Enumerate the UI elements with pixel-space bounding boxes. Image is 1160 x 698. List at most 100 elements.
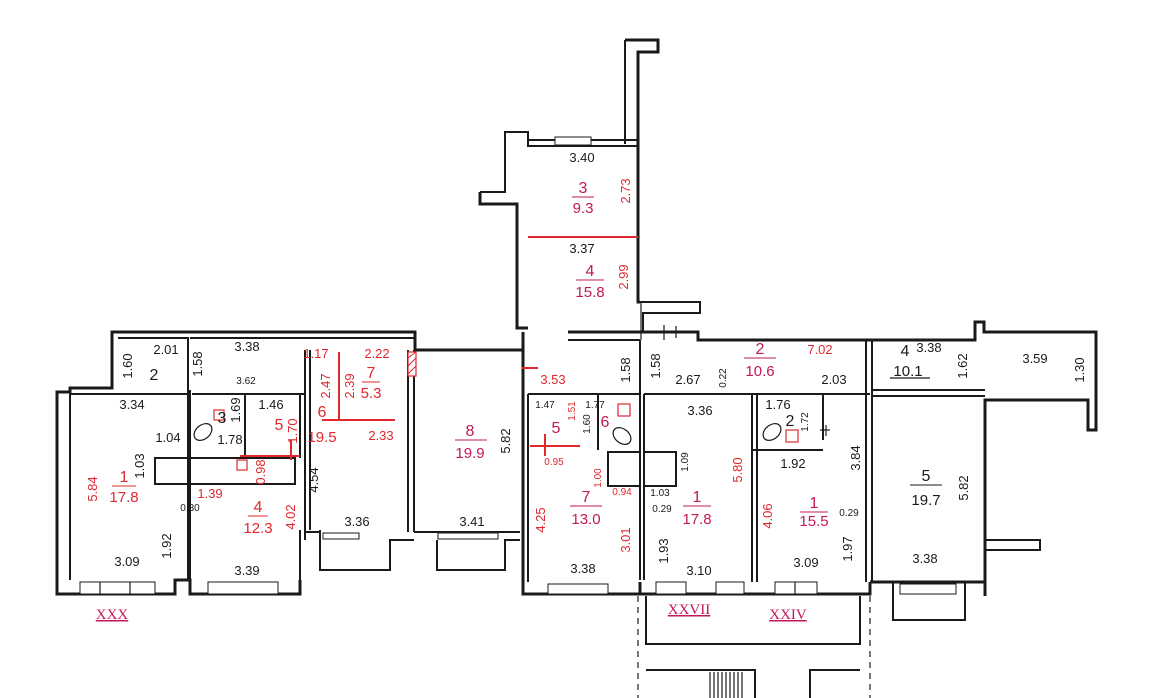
- dimension: 5.82: [956, 475, 971, 500]
- dimension: 0.94: [612, 487, 632, 498]
- room-number: 2: [756, 341, 765, 358]
- dimension: 0.95: [544, 457, 564, 468]
- dimension: 2.03: [821, 372, 846, 387]
- room-area: 15.8: [575, 284, 604, 301]
- dimension: 3.36: [344, 514, 369, 529]
- dimension: 1.00: [593, 468, 604, 488]
- room-xxvii-6: 6: [601, 414, 610, 431]
- room-xxvii-1: 1 17.8: [682, 489, 711, 528]
- room-xxiv-5: 5 19.7: [910, 468, 942, 509]
- room-area: 13.0: [571, 511, 600, 528]
- dimension: 3.38: [570, 561, 595, 576]
- room-number: 4: [254, 499, 263, 516]
- room-xxx-8: 8 19.9: [455, 423, 487, 462]
- toilet-icon: [612, 403, 632, 445]
- room-number: 3: [579, 180, 588, 197]
- dimension: 3.59: [1022, 351, 1047, 366]
- room-xxvii-5: 5: [552, 420, 561, 437]
- dimension: 3.10: [686, 563, 711, 578]
- dimension: 1.92: [159, 533, 174, 558]
- toilet-icon: [236, 459, 248, 471]
- room-number: 2: [786, 413, 795, 430]
- dimension: 3.37: [569, 241, 594, 256]
- room-xxx-3: 3: [218, 410, 227, 427]
- room-area: 19.9: [455, 445, 484, 462]
- room-xxvii-4: 4 15.8: [575, 263, 604, 301]
- room-xxiv-4: 4 10.1: [893, 343, 922, 380]
- toilet-icon: [193, 409, 225, 441]
- dimension: 0.98: [253, 459, 268, 484]
- apartment-label: XXX: [96, 607, 129, 623]
- dimension: 4.54: [306, 467, 321, 492]
- dimension: 1.51: [567, 401, 578, 421]
- room-number: 4: [901, 343, 910, 360]
- dimension: 3.38: [234, 339, 259, 354]
- dimension: 1.58: [648, 353, 663, 378]
- room-number: 1: [120, 469, 129, 486]
- dimension: 2.73: [618, 178, 633, 203]
- dimension: 3.62: [236, 376, 256, 387]
- dimension: 3.38: [912, 551, 937, 566]
- dimension: 1.47: [535, 400, 555, 411]
- dimension: 2.99: [616, 264, 631, 289]
- dimension: 3.84: [848, 445, 863, 470]
- room-area: 10.6: [745, 363, 774, 380]
- room-xxx-2: 2: [150, 367, 159, 384]
- dimension: 1.72: [800, 412, 811, 432]
- room-xxx-7: 7 5.3: [361, 365, 382, 402]
- dimension: 1.62: [955, 353, 970, 378]
- fixtures: [193, 403, 799, 471]
- dimension: 1.60: [120, 353, 135, 378]
- dimensions-red: 2.73 2.99 1.17 2.22 2.47 2.39 2.33 1.70 …: [85, 178, 833, 552]
- dimension: 2.39: [342, 373, 357, 398]
- dimension: 1.17: [303, 346, 328, 361]
- dimension: 3.09: [114, 554, 139, 569]
- room-number: 7: [367, 365, 376, 382]
- room-number: 3: [218, 410, 227, 427]
- dimension: 5.84: [85, 476, 100, 501]
- dimension: 3.34: [119, 397, 144, 412]
- room-area: 19.7: [911, 492, 940, 509]
- dimension: 5.80: [730, 457, 745, 482]
- room-xxiv-1: 1 15.5: [799, 495, 828, 530]
- dimension: 1.92: [780, 456, 805, 471]
- room-number: 6: [318, 404, 327, 421]
- apartment-label: XXIV: [769, 607, 807, 623]
- dimension: 2.22: [364, 346, 389, 361]
- room-number: 8: [466, 423, 475, 440]
- dimension: 1.30: [1072, 357, 1087, 382]
- dimension: 2.01: [153, 342, 178, 357]
- room-number: 6: [601, 414, 610, 431]
- room-area: 10.1: [893, 363, 922, 380]
- room-number: 5: [552, 420, 561, 437]
- dimension: 1.46: [258, 397, 283, 412]
- dimension: 3.09: [793, 555, 818, 570]
- room-xxx-4: 4 12.3: [243, 499, 272, 537]
- dimension: 3.01: [618, 527, 633, 552]
- dimension: 3.38: [916, 340, 941, 355]
- room-labels: 1 17.8 2 3 4 12.3 5 6 19.5 7 5.3 8: [109, 180, 942, 537]
- room-number: 1: [693, 489, 702, 506]
- room-number: 5: [275, 417, 284, 434]
- dimension: 2.33: [368, 428, 393, 443]
- room-xxvii-7: 7 13.0: [570, 489, 602, 528]
- room-xxvii-2: 2 10.6: [744, 341, 776, 380]
- dimension: 1.60: [582, 414, 593, 434]
- room-number: 4: [586, 263, 595, 280]
- room-area: 15.5: [799, 513, 828, 530]
- walls: [55, 38, 1098, 698]
- dimension: 4.25: [533, 507, 548, 532]
- dimension: 1.09: [680, 452, 691, 472]
- room-xxx-6: 6 19.5: [307, 404, 336, 446]
- room-number: 5: [922, 468, 931, 485]
- room-xxx-1: 1 17.8: [109, 469, 138, 506]
- dimension: 0.30: [180, 503, 200, 514]
- dimension: 1.58: [618, 357, 633, 382]
- dimension: 3.41: [459, 514, 484, 529]
- dimension: 1.97: [840, 536, 855, 561]
- dimension: 1.04: [155, 430, 180, 445]
- dimension: 1.03: [650, 488, 670, 499]
- room-number: 1: [810, 495, 819, 512]
- dimension: 2.67: [675, 372, 700, 387]
